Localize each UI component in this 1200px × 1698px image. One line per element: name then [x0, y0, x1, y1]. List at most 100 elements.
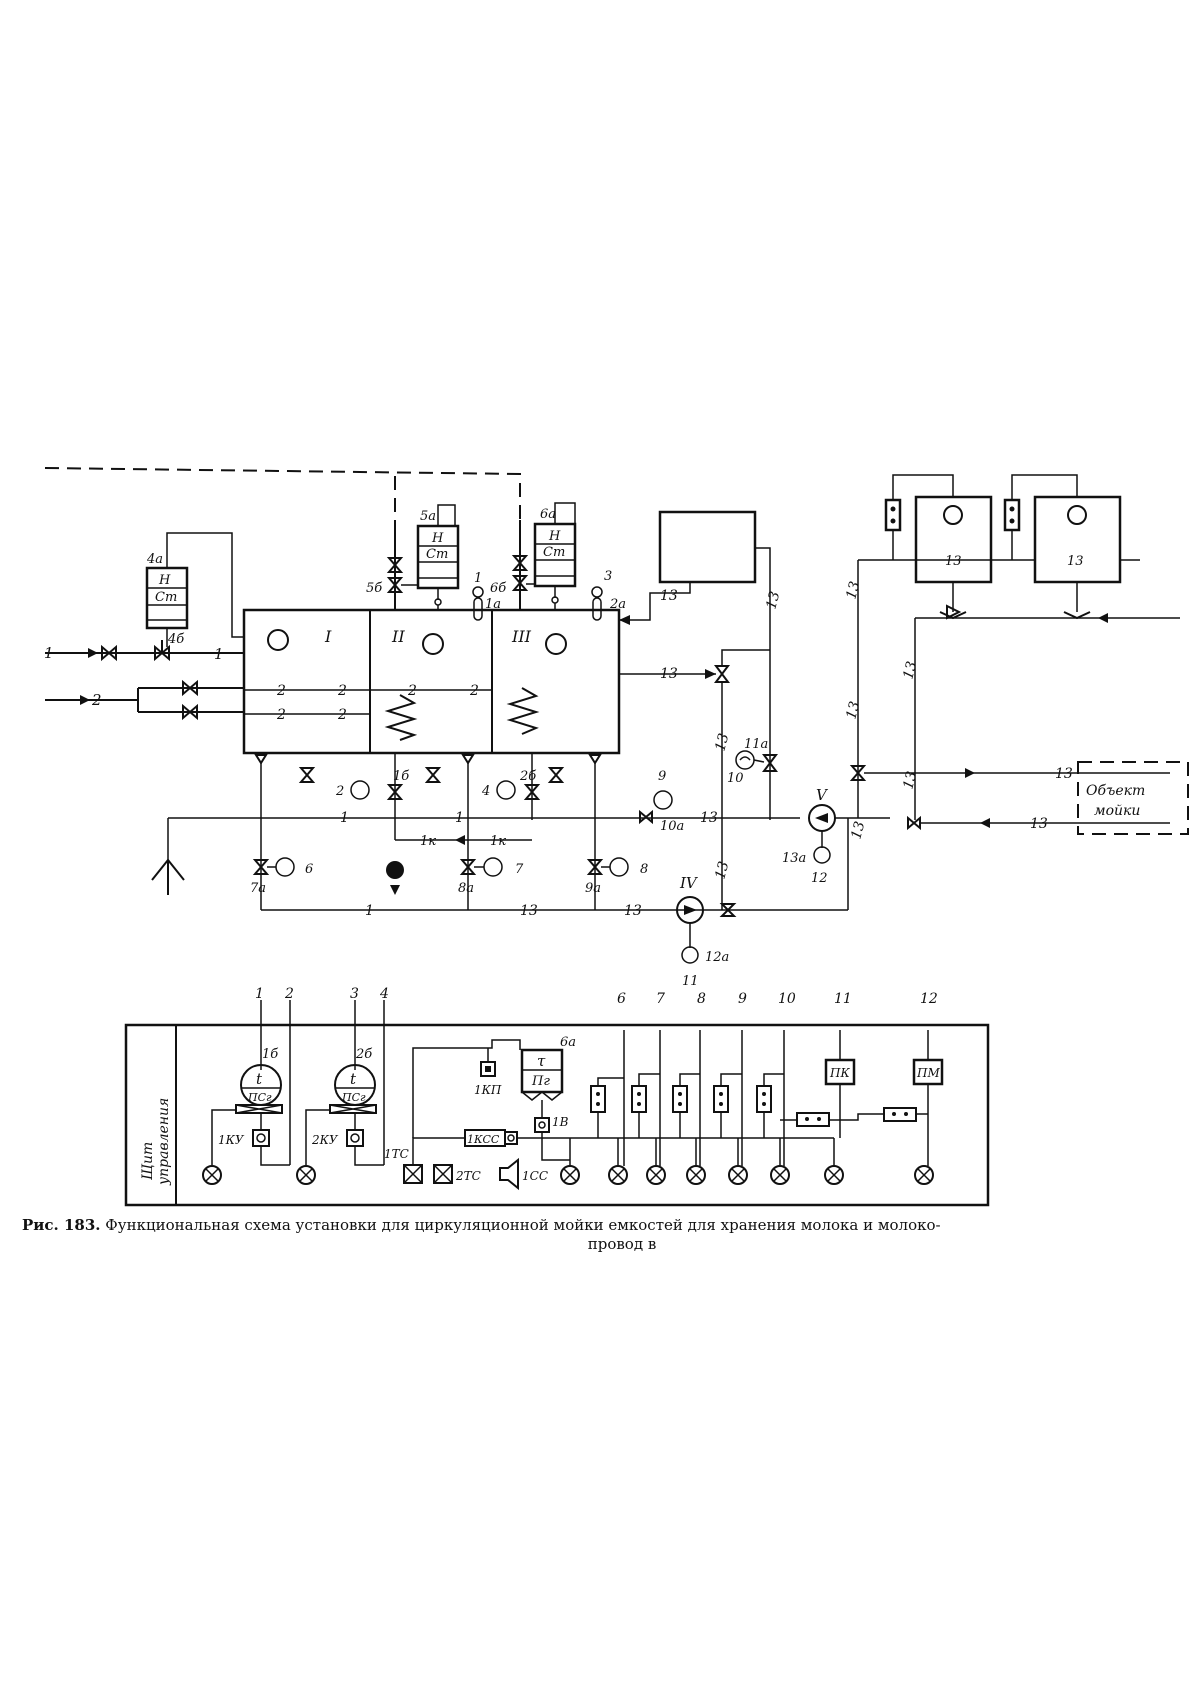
instr-11a: 11а	[744, 737, 768, 752]
instr-6a-panel: 6а	[560, 1035, 576, 1050]
psg-label: ПСг	[341, 1091, 366, 1104]
panel-channel-7: 7	[656, 991, 665, 1007]
instr-2a: 2а	[609, 597, 626, 612]
instr-1b: 1б	[393, 769, 409, 784]
panel-channel-12: 12	[920, 991, 938, 1007]
instr-1b: 1б	[262, 1047, 278, 1062]
heating-coil-2	[384, 694, 418, 741]
kp1-label: 1КП	[474, 1083, 502, 1097]
instr-6b: 6б	[490, 581, 506, 596]
line-label: 13	[1067, 554, 1084, 569]
line-label: 13	[712, 860, 732, 881]
ts2-label: 2ТС	[455, 1169, 481, 1183]
line-label: 13	[848, 820, 868, 841]
line-label: 13	[700, 810, 718, 826]
line-label: 13	[1055, 766, 1073, 782]
level-h: Н	[548, 529, 561, 544]
line-label: 13	[624, 903, 642, 919]
line-label: 13	[660, 666, 678, 682]
level-h: Н	[158, 573, 171, 588]
line-label: 2	[337, 707, 347, 723]
line-label: 13	[843, 700, 863, 721]
line-label: 2	[91, 691, 102, 709]
ku2-label: 2КУ	[311, 1133, 339, 1147]
line-label: 7	[515, 862, 524, 877]
instr-13a: 13а	[782, 851, 806, 866]
pump-5-label: V	[816, 786, 829, 804]
instr-4a: 4а	[146, 552, 163, 567]
tank-block: I II III	[242, 608, 621, 765]
instr-1k: 1к	[420, 834, 436, 849]
line-label: 2	[407, 683, 417, 699]
instr-5b: 5б	[366, 581, 382, 596]
panel-channel-11: 11	[834, 991, 852, 1007]
tank-label-2: II	[391, 627, 405, 646]
line-label: 13	[763, 590, 783, 611]
ku1-label: 1КУ	[218, 1133, 245, 1147]
instr-1a: 1а	[485, 597, 501, 612]
panel-channel-3: 3	[350, 986, 359, 1002]
psg-label: ПСг	[247, 1091, 272, 1104]
panel-channel-4: 4	[379, 986, 389, 1002]
line-label: 1	[44, 644, 54, 662]
line-label: 13	[712, 732, 732, 753]
inlet-lines: 1 1 Н Ст 4а 4б 2 2 2 2 2 2 2	[44, 532, 492, 723]
pm-label: ПМ	[916, 1066, 940, 1080]
line-label: 13	[900, 660, 920, 681]
line-label: 2	[276, 683, 286, 699]
dashed-signal-line	[44, 467, 521, 528]
caption-label: Рис. 183.	[22, 1216, 101, 1234]
right-circuit: V 13а 12 13 13 13 13 13 13 13 Объект мой…	[782, 474, 1189, 886]
panel-channel-10: 10	[778, 991, 796, 1007]
instr-1k: 1к	[490, 834, 506, 849]
line-label: 1	[340, 810, 349, 826]
pk-label: ПК	[829, 1066, 850, 1080]
instr-2b: 2б	[355, 1047, 372, 1062]
line-label: 13	[900, 770, 920, 791]
ss1-label: 1СС	[522, 1169, 548, 1183]
heating-coil-3	[506, 687, 540, 735]
panel-title: Щит	[140, 1142, 156, 1180]
line-label: 11	[682, 974, 699, 989]
timer-symbol: τ	[537, 1052, 546, 1070]
instr-4b: 4б	[167, 632, 184, 647]
level-st: Ст	[543, 545, 565, 560]
panel-title: управления	[156, 1098, 172, 1186]
line-label: 10	[727, 771, 744, 786]
kss1-label: 1КСС	[467, 1133, 500, 1146]
panel-channel-6: 6	[617, 991, 626, 1007]
line-label: 6	[305, 862, 313, 877]
instr-6a: 6а	[540, 507, 556, 522]
instr-7a: 7а	[250, 881, 266, 896]
figure-caption: Рис. 183. Функциональная схема установки…	[22, 1216, 1182, 1254]
instr-5a: 5а	[420, 509, 436, 524]
control-panel: Щит управления 1 2 3 4 t ПСг 1б t ПСг 2б…	[124, 986, 990, 1207]
line-label: 13	[1030, 816, 1048, 832]
line-label: 2	[337, 683, 347, 699]
panel-channel-8: 8	[697, 991, 706, 1007]
line-label: 3	[604, 569, 612, 584]
line-label: 1	[474, 571, 482, 586]
object-label: мойки	[1094, 803, 1140, 819]
line-label: 8	[640, 862, 648, 877]
tank-label-1: I	[324, 627, 332, 646]
line-label: 2	[469, 683, 479, 699]
line-label: 4	[481, 784, 490, 799]
panel-channel-2: 2	[284, 986, 294, 1002]
caption-line2: провод в	[587, 1235, 657, 1253]
temp-symbol: t	[256, 1070, 263, 1088]
bottom-piping: 2 1б 4 2б 1 1 1к 1к 6 7а 7 8а 8 9	[151, 753, 849, 989]
panel-channel-1: 1	[255, 986, 264, 1002]
instr-2b: 2б	[519, 769, 536, 784]
line-label: 9	[658, 769, 666, 784]
temp-symbol: t	[350, 1070, 357, 1088]
line-label: 13	[520, 903, 538, 919]
line-label: 1	[214, 645, 224, 663]
line-label: 13	[843, 580, 863, 601]
panel-channel-9: 9	[738, 991, 747, 1007]
instr-12a: 12а	[705, 950, 729, 965]
line-label: 13	[945, 554, 962, 569]
tank-top-instruments: Н Ст 5а 5б Н Ст 6а 6б 1 1а	[366, 502, 626, 621]
chemicals-tank-and-lines: 13 13 13 13 10 11а	[619, 510, 783, 910]
